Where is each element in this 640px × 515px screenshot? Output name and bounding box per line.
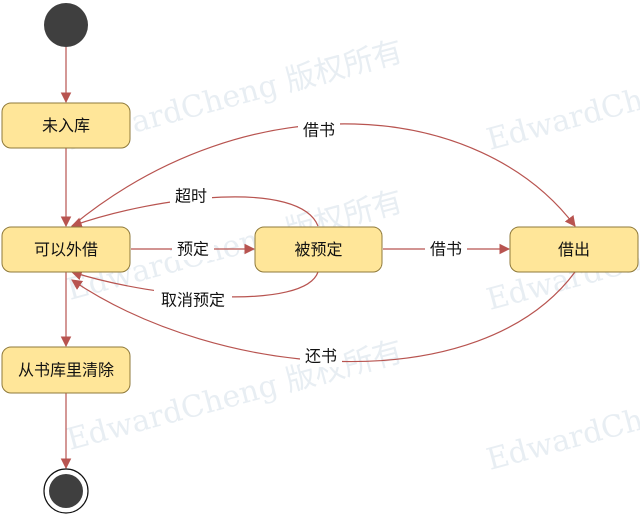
state-label-borrowed: 借出 [558,240,590,259]
edge-available-to-borrowed [71,123,576,227]
label-cancel-reserve: 取消预定 [161,291,225,310]
state-reserved: 被预定 [254,226,383,273]
label-timeout: 超时 [175,187,207,206]
final-node [43,468,89,514]
state-available: 可以外借 [1,226,131,273]
state-label-available: 可以外借 [34,240,98,259]
edge-labels: 借书 超时 预定 借书 取消预定 还书 [154,119,467,367]
label-borrow-reserved: 借书 [430,240,462,259]
initial-node [44,3,88,47]
edge-reserved-to-available-timeout [70,196,319,228]
state-label-not-stored: 未入库 [42,116,90,135]
label-borrow-direct: 借书 [303,121,335,140]
label-reserve: 预定 [177,240,209,259]
state-borrowed: 借出 [509,226,639,273]
state-not-stored: 未入库 [1,102,131,149]
watermark-text: EdwardCheng 版权所有 [483,34,640,157]
watermark-text: EdwardCheng 版权所有 [483,354,640,477]
state-label-removed: 从书库里清除 [18,361,114,380]
state-label-reserved: 被预定 [294,240,342,259]
edge-borrowed-to-available-return [71,271,576,363]
state-removed: 从书库里清除 [1,346,131,394]
label-return-book: 还书 [305,347,337,366]
